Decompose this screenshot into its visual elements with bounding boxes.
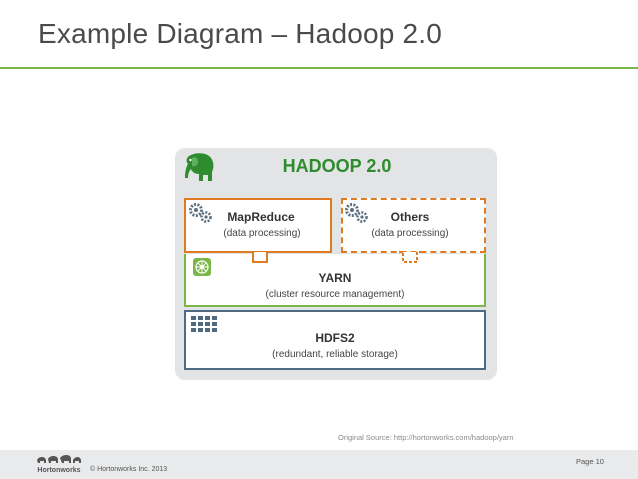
hdfs-subtitle: (redundant, reliable storage) bbox=[272, 349, 398, 360]
footer-bar bbox=[0, 450, 638, 479]
slide-title: Example Diagram – Hadoop 2.0 bbox=[38, 18, 443, 49]
mapreduce-title: MapReduce bbox=[227, 210, 295, 224]
elephant-icon bbox=[185, 153, 214, 181]
source-note: Original Source: http://hortonworks.com/… bbox=[338, 433, 514, 442]
mapreduce-subtitle: (data processing) bbox=[223, 228, 301, 239]
yarn-box bbox=[184, 254, 486, 307]
mapreduce-connector bbox=[249, 251, 271, 263]
others-subtitle: (data processing) bbox=[371, 228, 449, 239]
hadoop-title: HADOOP 2.0 bbox=[282, 156, 392, 176]
yarn-title: YARN bbox=[318, 271, 352, 285]
title-divider bbox=[0, 67, 638, 69]
yarn-cluster-icon bbox=[193, 258, 211, 276]
logo-text: Hortonworks bbox=[37, 467, 80, 474]
hortonworks-logo: Hortonworks bbox=[37, 455, 81, 474]
mapreduce-box bbox=[184, 198, 332, 253]
mapreduce-gears-icon bbox=[189, 203, 212, 223]
others-box bbox=[341, 198, 486, 253]
others-connector bbox=[399, 251, 421, 263]
others-gears-icon bbox=[345, 203, 368, 223]
copyright-text: © Hortonworks Inc. 2013 bbox=[90, 466, 168, 473]
yarn-subtitle: (cluster resource management) bbox=[265, 289, 405, 300]
others-title: Others bbox=[390, 210, 430, 224]
page-number: Page 10 bbox=[576, 457, 604, 466]
hdfs-title: HDFS2 bbox=[315, 331, 355, 345]
hdfs-grid-storage-icon bbox=[191, 316, 217, 332]
hdfs-box bbox=[184, 310, 486, 370]
